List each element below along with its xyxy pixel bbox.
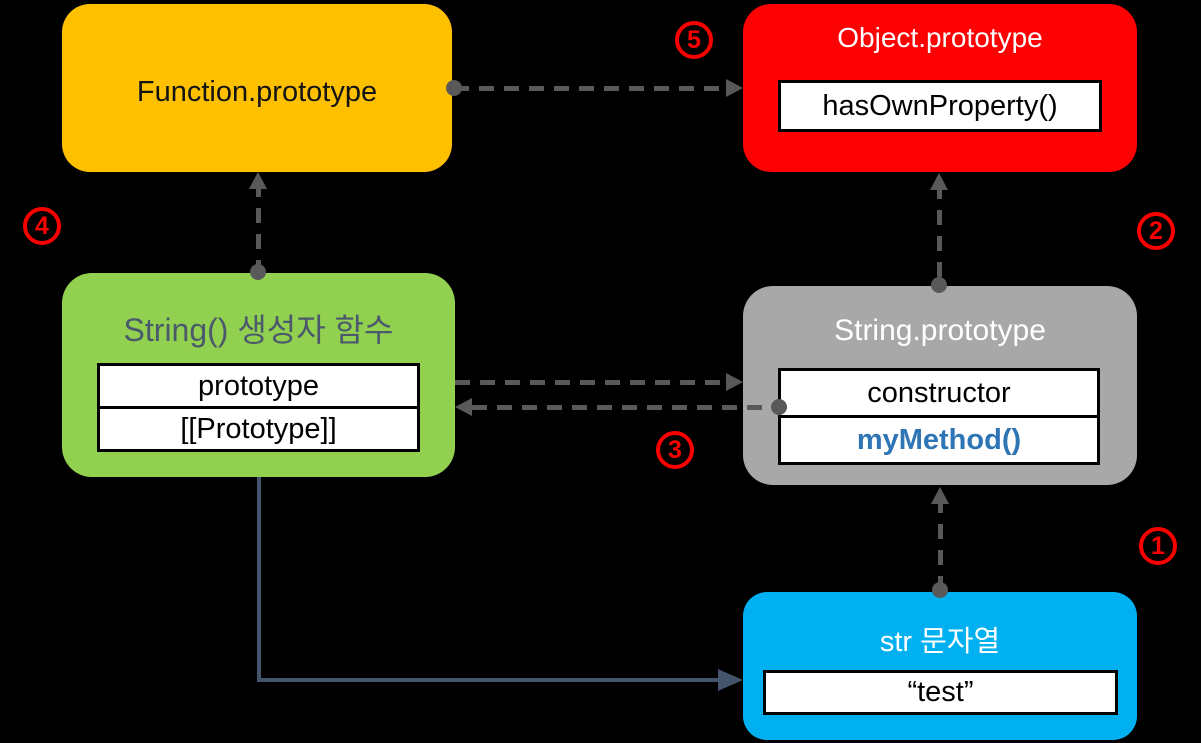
step-badge-1: 1: [1139, 527, 1177, 565]
string-constructor-box: String() 생성자 함수 prototype [[Prototype]]: [62, 273, 455, 477]
step-badge-4: 4: [23, 207, 61, 245]
link-4-arrow-icon: [249, 172, 267, 189]
dashed-link-3: [472, 405, 779, 410]
solid-link-vertical: [257, 477, 261, 682]
member-constructor: constructor: [778, 368, 1100, 418]
solid-link-horizontal: [257, 678, 719, 682]
function-prototype-box: Function.prototype: [62, 4, 452, 172]
string-constructor-title: String() 생성자 함수: [123, 312, 394, 348]
link-2-arrow-icon: [930, 173, 948, 190]
dashed-link-2: [937, 184, 942, 286]
member-mymethod: myMethod(): [778, 415, 1100, 465]
link-1-origin-dot-icon: [932, 582, 948, 598]
step-badge-3: 3: [656, 431, 694, 469]
solid-link-arrow-icon: [718, 669, 743, 691]
dashed-link-5: [454, 86, 726, 91]
str-string-box: str 문자열 “test”: [743, 592, 1137, 740]
link-3-origin-dot-icon: [771, 399, 787, 415]
link-5-arrow-icon: [726, 79, 743, 97]
link-3-arrow-icon: [455, 398, 472, 416]
link-5-origin-dot-icon: [446, 80, 462, 96]
link-2-origin-dot-icon: [931, 277, 947, 293]
str-string-title: str 문자열: [879, 626, 1001, 658]
member-test-value: “test”: [763, 670, 1118, 715]
dashed-link-4: [256, 182, 261, 273]
link-prototype-arrow-icon: [726, 373, 743, 391]
step-badge-2: 2: [1137, 212, 1175, 250]
link-1-arrow-icon: [931, 487, 949, 504]
dashed-link-prototype: [455, 380, 726, 385]
string-prototype-title: String.prototype: [834, 314, 1046, 347]
object-prototype-title: Object.prototype: [837, 22, 1043, 53]
member-internal-prototype: [[Prototype]]: [97, 406, 420, 452]
string-prototype-box: String.prototype constructor myMethod(): [743, 286, 1137, 485]
step-badge-5: 5: [675, 21, 713, 59]
member-hasownproperty: hasOwnProperty(): [778, 80, 1102, 132]
object-prototype-box: Object.prototype hasOwnProperty(): [743, 4, 1137, 172]
link-4-origin-dot-icon: [250, 264, 266, 280]
function-prototype-title: Function.prototype: [136, 76, 378, 108]
dashed-link-1: [938, 498, 943, 590]
member-prototype: prototype: [97, 363, 420, 409]
